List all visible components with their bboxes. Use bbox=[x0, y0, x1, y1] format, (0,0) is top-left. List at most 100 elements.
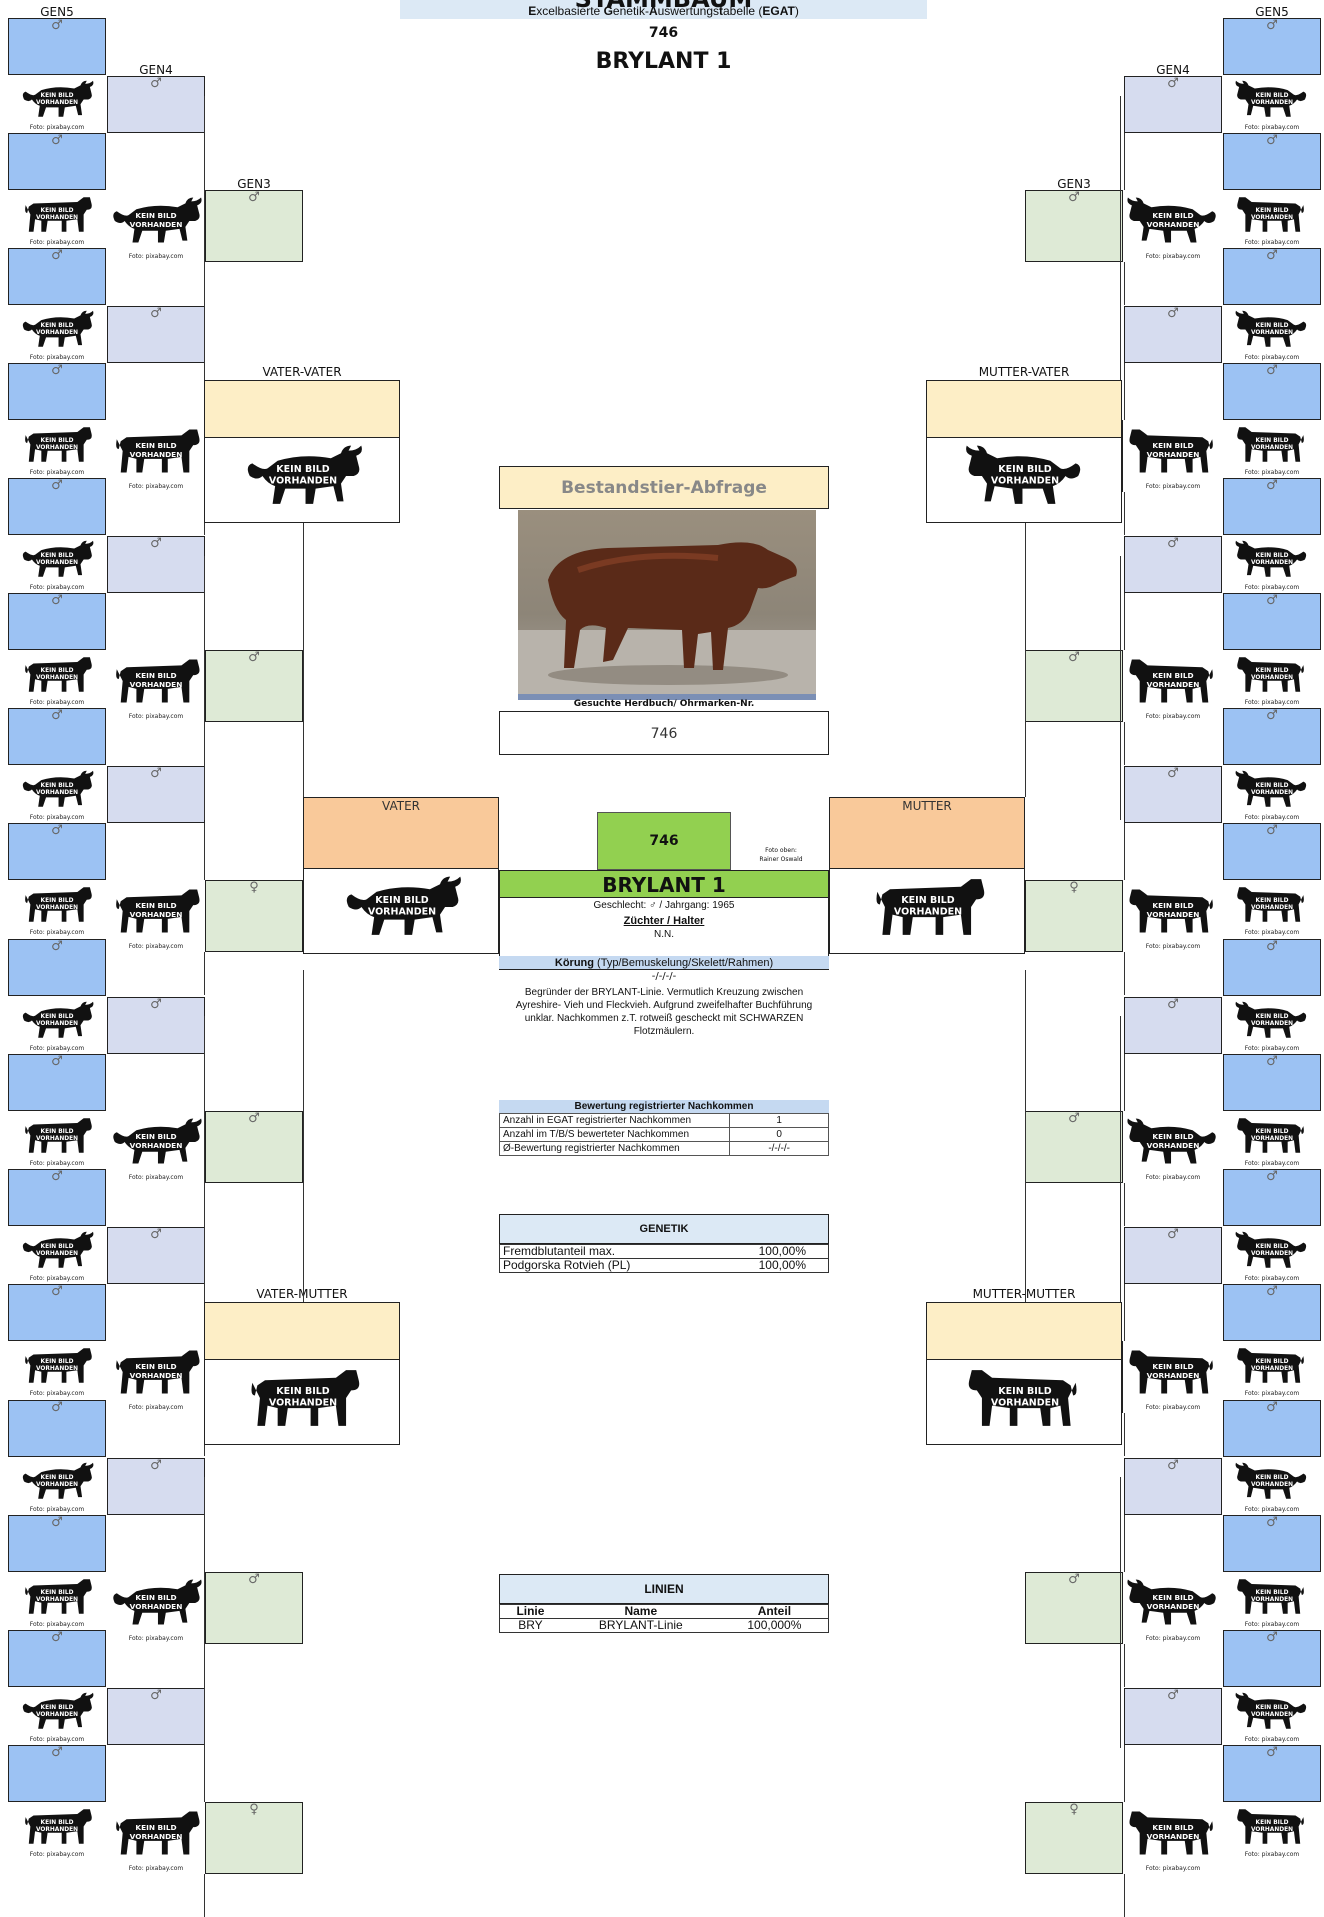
gen3-box: ♀ bbox=[1025, 880, 1123, 952]
placeholder-text-1: KEIN BILD bbox=[41, 1014, 74, 1020]
sex-symbol: ♂ bbox=[1266, 1169, 1278, 1184]
placeholder-text-2: VORHANDEN bbox=[269, 476, 337, 487]
placeholder-text-2: VORHANDEN bbox=[130, 220, 183, 229]
photo-credit: Foto: pixabay.com bbox=[1244, 123, 1300, 131]
placeholder-text-1: KEIN BILD bbox=[1256, 93, 1289, 99]
koerung-value: -/-/-/- bbox=[651, 971, 677, 982]
sex-symbol: ♀ bbox=[1069, 1802, 1079, 1817]
photo-credit: Foto: pixabay.com bbox=[128, 1635, 184, 1642]
genetik-cell: Podgorska Rotvieh (PL) bbox=[503, 1258, 631, 1272]
placeholder-text-1: KEIN BILD bbox=[41, 438, 74, 444]
photo-credit-line2: Rainer Oswald bbox=[759, 856, 803, 863]
sex-symbol: ♂ bbox=[1068, 1572, 1080, 1587]
photo-credit: Foto: pixabay.com bbox=[1244, 1044, 1300, 1052]
placeholder-text-1: KEIN BILD bbox=[276, 1386, 329, 1397]
photo-credit: Foto: pixabay.com bbox=[29, 468, 85, 476]
connector-line bbox=[1120, 96, 1121, 380]
placeholder-text-1: KEIN BILD bbox=[41, 1244, 74, 1250]
placeholder-text-2: VORHANDEN bbox=[1251, 215, 1293, 221]
placeholder-text-1: KEIN BILD bbox=[41, 898, 74, 904]
gen5-box: ♂ bbox=[1223, 939, 1321, 996]
linien-header-cell: Name bbox=[624, 1604, 658, 1618]
connector-line bbox=[1124, 363, 1125, 420]
placeholder-text-2: VORHANDEN bbox=[130, 450, 183, 459]
photo-credit: Foto: pixabay.com bbox=[1244, 1505, 1300, 1513]
linien-header-cell: Linie bbox=[516, 1604, 545, 1618]
linien-cell: BRYLANT-Linie bbox=[598, 1618, 683, 1632]
placeholder-text-2: VORHANDEN bbox=[1251, 1366, 1293, 1372]
search-label: Gesuchte Herdbuch/ Ohrmarken-Nr. bbox=[573, 699, 755, 709]
placeholder-text-2: VORHANDEN bbox=[36, 560, 78, 566]
subtitle-part: A bbox=[648, 4, 658, 18]
sex-symbol: ♂ bbox=[248, 1111, 260, 1126]
placeholder-text-1: KEIN BILD bbox=[1152, 901, 1193, 910]
connector-line bbox=[204, 96, 205, 380]
sex-symbol: ♂ bbox=[1266, 1400, 1278, 1415]
connector-line bbox=[1124, 262, 1125, 305]
sex-symbol: ♂ bbox=[51, 1284, 63, 1299]
nachkommen-cell: Ø-Bewertung registrierter Nachkommen bbox=[498, 1141, 731, 1156]
placeholder-text-2: VORHANDEN bbox=[130, 680, 183, 689]
mutter-mutter-label: MUTTER-MUTTER bbox=[972, 1287, 1076, 1301]
placeholder-text-2: VORHANDEN bbox=[36, 1827, 78, 1833]
sex-symbol: ♀ bbox=[1069, 880, 1079, 895]
placeholder-text-2: VORHANDEN bbox=[36, 1136, 78, 1142]
search-field[interactable]: 746 bbox=[499, 711, 829, 755]
nachkommen-row: Ø-Bewertung registrierter Nachkommen-/-/… bbox=[498, 1141, 829, 1156]
placeholder-text-2: VORHANDEN bbox=[1251, 675, 1293, 681]
sex-symbol: ♂ bbox=[1266, 1630, 1278, 1645]
genetik-row: Fremdblutanteil max.100,00% bbox=[499, 1245, 829, 1259]
placeholder-text-1: KEIN BILD bbox=[41, 1820, 74, 1826]
sex-symbol: ♂ bbox=[1068, 190, 1080, 205]
gen4-box: ♂ bbox=[107, 1457, 205, 1515]
placeholder-text-1: KEIN BILD bbox=[1256, 668, 1289, 674]
koerung-header: Körung (Typ/Bemuskelung/Skelett/Rahmen) bbox=[499, 956, 829, 970]
connector-line bbox=[1120, 556, 1121, 820]
connector-line bbox=[204, 1874, 205, 1917]
sex-symbol: ♂ bbox=[150, 996, 162, 1012]
placeholder-text-2: VORHANDEN bbox=[1251, 1482, 1293, 1488]
gen5-box: ♂ bbox=[1223, 1400, 1321, 1457]
search-value[interactable]: 746 bbox=[650, 726, 678, 742]
gen3-box: ♀ bbox=[205, 880, 303, 952]
mutter-box: MUTTER bbox=[829, 797, 1025, 869]
placeholder-text-2: VORHANDEN bbox=[36, 675, 78, 681]
photo-credit: Foto: pixabay.com bbox=[1145, 943, 1201, 950]
sex-symbol: ♂ bbox=[51, 248, 63, 263]
gen4-box: ♂ bbox=[1124, 1457, 1222, 1515]
photo-credit: Foto: pixabay.com bbox=[29, 353, 85, 361]
photo-credit: Foto: pixabay.com bbox=[1244, 1850, 1300, 1858]
placeholder-text-1: KEIN BILD bbox=[41, 208, 74, 214]
photo-credit: Foto: pixabay.com bbox=[1244, 928, 1300, 936]
placeholder-text-2: VORHANDEN bbox=[1251, 560, 1293, 566]
placeholder-text-2: VORHANDEN bbox=[894, 907, 962, 918]
subtitle-part: uswertungs bbox=[657, 4, 719, 18]
placeholder-text-1: KEIN BILD bbox=[998, 464, 1051, 475]
sex-symbol: ♀ bbox=[249, 1802, 259, 1817]
sex-symbol: ♂ bbox=[1167, 1687, 1179, 1703]
subtitle-part: EGAT bbox=[762, 4, 795, 18]
sex-symbol: ♂ bbox=[51, 823, 63, 838]
sex-symbol: ♂ bbox=[150, 1687, 162, 1703]
